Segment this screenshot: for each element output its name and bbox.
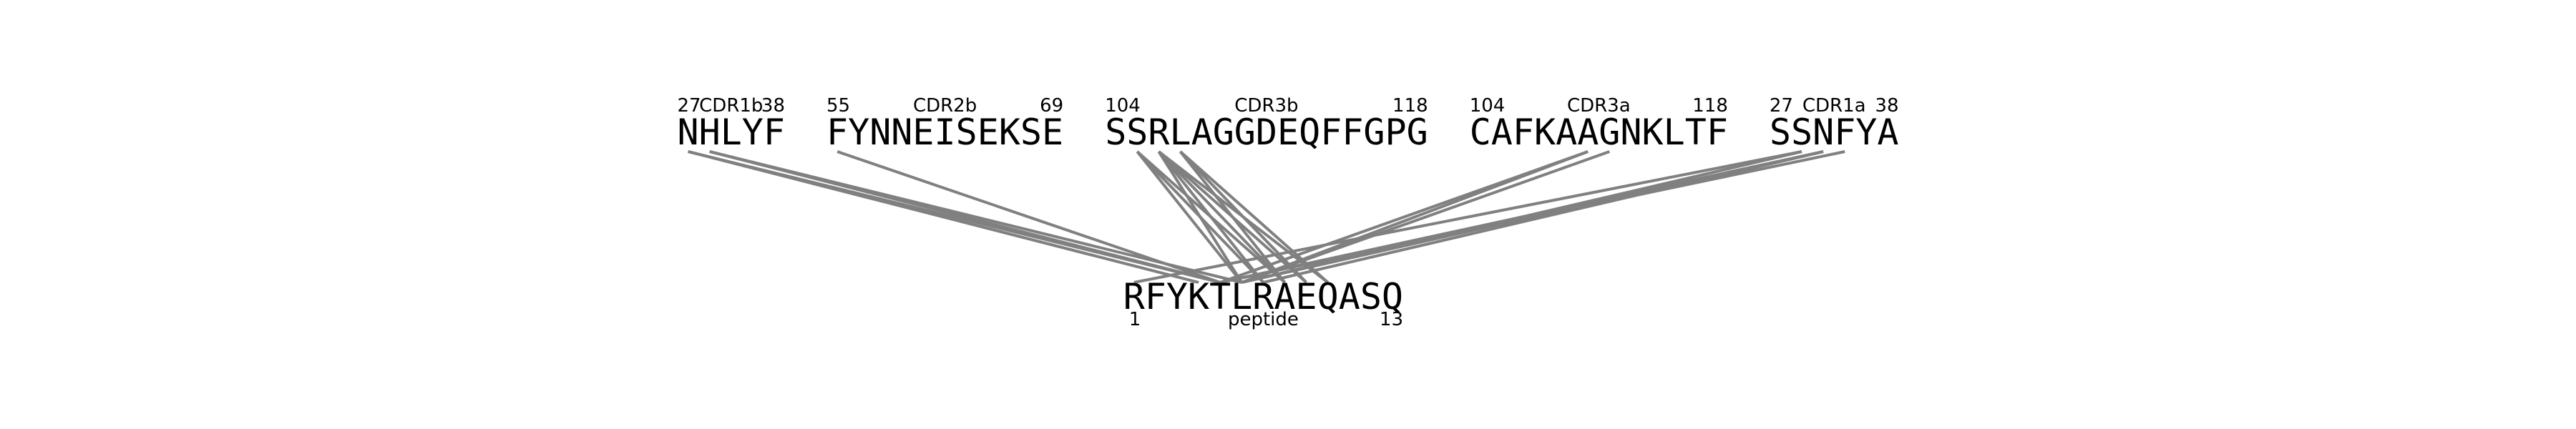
contact-line	[1133, 150, 1802, 284]
start-number-cdr1a: 27	[1770, 95, 1793, 117]
contact-line	[1219, 150, 1845, 284]
sequence-cdr1b: NHLYF	[678, 112, 786, 153]
contact-lines	[688, 150, 1845, 284]
segment-name-cdr1b: CDR1b	[699, 95, 763, 117]
contact-line	[836, 150, 1221, 284]
end-number-cdr3a: 118	[1692, 95, 1728, 117]
start-number-cdr3a: 104	[1470, 95, 1506, 117]
end-number-cdr1a: 38	[1875, 95, 1898, 117]
sequence-cdr3a: CAFKAAGNKLTF	[1470, 112, 1728, 153]
sequence-cdr3b: SSRLAGGDEQFFGPG	[1105, 112, 1428, 153]
contact-line	[1157, 150, 1264, 284]
contact-line	[1262, 150, 1824, 284]
start-number-cdr2b: 55	[826, 95, 850, 117]
start-number-cdr1b: 27	[678, 95, 701, 117]
end-number-cdr1b: 38	[761, 95, 785, 117]
segment-name-cdr3b: CDR3b	[1234, 95, 1298, 117]
sequence-cdr2b: FYNNEISEKSE	[826, 112, 1063, 153]
contact-line	[1136, 150, 1243, 284]
contact-line	[1157, 150, 1286, 284]
contact-line	[1179, 150, 1287, 284]
sequence-cdr1a: SSNFYA	[1770, 112, 1899, 153]
peptide-end-number: 13	[1380, 309, 1403, 330]
contact-line	[1157, 150, 1243, 284]
segment-name-cdr1a: CDR1a	[1802, 95, 1866, 117]
peptide-sequence: RFYKTLRAEQASQ	[1123, 276, 1403, 317]
segment-name-cdr3a: CDR3a	[1567, 95, 1631, 117]
end-number-cdr2b: 69	[1040, 95, 1063, 117]
peptide-start-number: 1	[1129, 309, 1141, 330]
peptide-label: peptide	[1228, 309, 1299, 330]
contact-line	[1241, 150, 1610, 284]
start-number-cdr3b: 104	[1105, 95, 1141, 117]
segment-name-cdr2b: CDR2b	[913, 95, 977, 117]
end-number-cdr3b: 118	[1392, 95, 1428, 117]
